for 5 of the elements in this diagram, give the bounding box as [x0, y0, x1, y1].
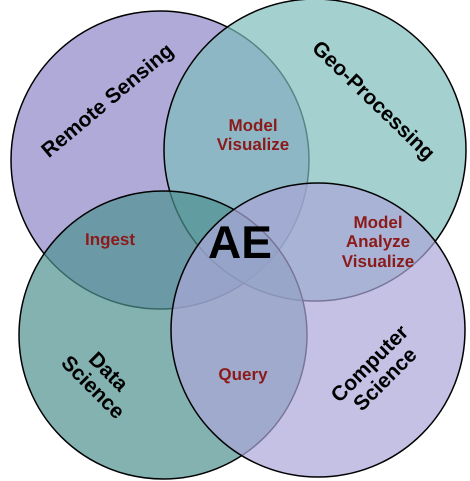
overlap-label: Ingest — [84, 230, 136, 250]
center-label: AE — [207, 216, 273, 268]
overlap-label: Model Visualize — [216, 116, 290, 155]
overlap-label: Model Analyze Visualize — [340, 212, 416, 272]
overlap-label: Query — [217, 365, 269, 385]
